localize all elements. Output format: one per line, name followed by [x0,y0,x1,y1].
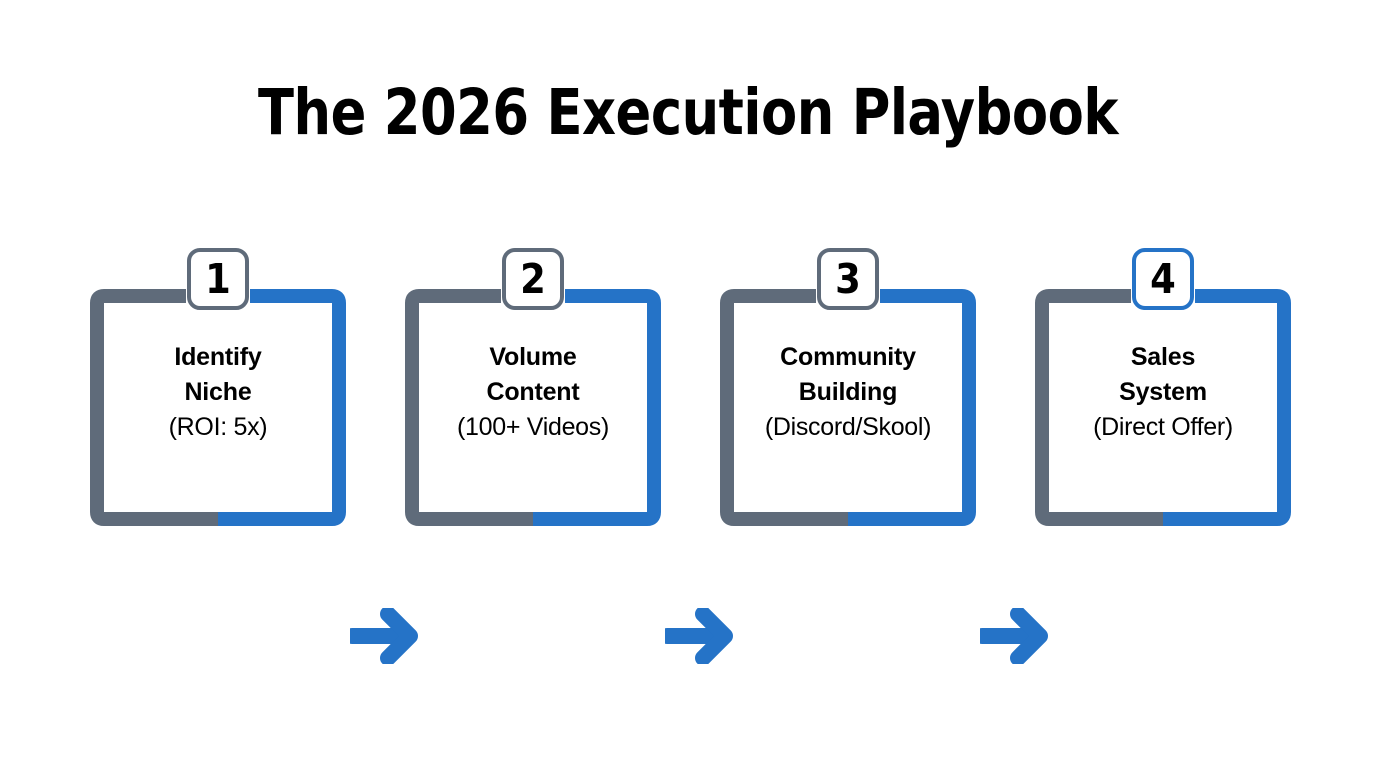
process-flow: 1 Identify Niche (ROI: 5x) [0,240,1376,664]
step-number-badge-2: 2 [502,248,564,310]
step-title-line2-3: Building [798,378,898,406]
step-subtitle-1: (ROI: 5x) [168,413,268,441]
step-title-line2-4: System [1119,378,1207,406]
step-text-3: Community Building (Discord/Skool) [734,340,962,444]
step-title-line1-2: Volume [489,343,577,371]
step-number-badge-3: 3 [817,248,879,310]
step-number-1: 1 [205,254,231,303]
step-number-4: 4 [1150,254,1176,303]
step-title-line2-2: Content [486,378,580,406]
step-title-line2-1: Niche [184,378,252,406]
step-text-4: Sales System (Direct Offer) [1049,340,1277,444]
step-subtitle-2: (100+ Videos) [457,413,609,441]
step-card-4[interactable]: 4 Sales System (Direct Offer) [1035,240,1291,540]
step-number-badge-4: 4 [1132,248,1194,310]
step-frame-1 [90,268,346,526]
step-title-line1-1: Identify [174,343,262,371]
step-number-3: 3 [835,254,861,303]
step-card-1[interactable]: 1 Identify Niche (ROI: 5x) [90,240,346,540]
step-subtitle-4: (Direct Offer) [1093,413,1233,441]
step-frame-2 [405,268,661,526]
arrow-right-icon-1 [350,608,418,664]
step-text-2: Volume Content (100+ Videos) [419,340,647,444]
step-title-line1-3: Community [780,343,916,371]
step-text-1: Identify Niche (ROI: 5x) [104,340,332,444]
step-title-line1-4: Sales [1130,343,1196,371]
arrow-right-icon-3 [980,608,1048,664]
step-subtitle-3: (Discord/Skool) [764,413,932,441]
arrow-right-icon-2 [665,608,733,664]
step-card-3[interactable]: 3 Community Building (Discord/Skool) [720,240,976,540]
page-title: The 2026 Execution Playbook [258,76,1118,149]
step-frame-3 [720,268,976,526]
step-card-2[interactable]: 2 Volume Content (100+ Videos) [405,240,661,540]
step-number-badge-1: 1 [187,248,249,310]
step-frame-4 [1035,268,1291,526]
step-number-2: 2 [520,254,546,303]
